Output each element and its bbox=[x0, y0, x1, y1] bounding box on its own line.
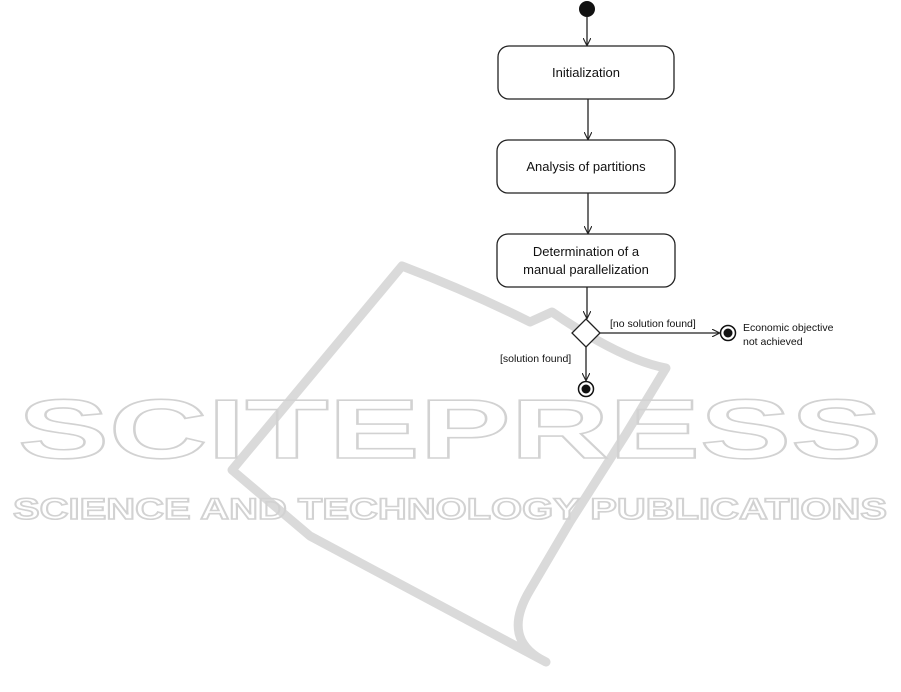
watermark-brand: SCITEPRESS bbox=[18, 382, 882, 476]
guard-solution-found: [solution found] bbox=[500, 353, 571, 365]
final-not-achieved-label-line2: not achieved bbox=[743, 336, 803, 348]
activity-analysis-label: Analysis of partitions bbox=[526, 159, 646, 174]
activity-determination: Determination of a manual parallelizatio… bbox=[497, 234, 675, 287]
final-node bbox=[579, 382, 594, 397]
watermark-tagline: SCIENCE AND TECHNOLOGY PUBLICATIONS bbox=[13, 493, 887, 526]
activity-determination-label-line2: manual parallelization bbox=[523, 262, 649, 277]
guard-no-solution-found: [no solution found] bbox=[610, 318, 696, 330]
initial-node bbox=[579, 1, 595, 17]
activity-determination-label-line1: Determination of a bbox=[533, 244, 640, 259]
activity-initialization-label: Initialization bbox=[552, 65, 620, 80]
final-not-achieved-label-line1: Economic objective bbox=[743, 322, 834, 334]
activity-initialization: Initialization bbox=[498, 46, 674, 99]
final-node-not-achieved bbox=[721, 326, 736, 341]
activity-analysis-of-partitions: Analysis of partitions bbox=[497, 140, 675, 193]
